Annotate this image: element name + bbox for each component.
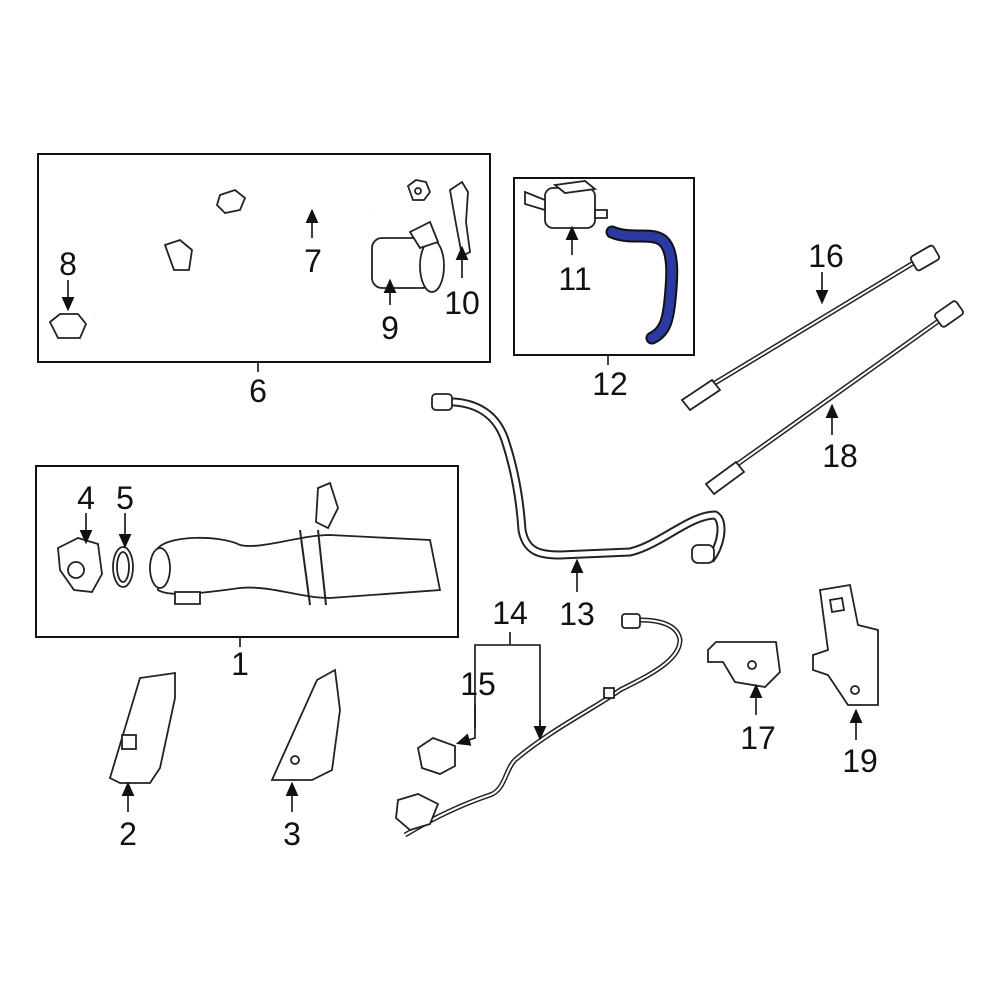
callout-14[interactable]: 14 — [492, 595, 528, 631]
callout-18[interactable]: 18 — [822, 438, 858, 474]
part-9-canister[interactable] — [371, 220, 445, 293]
callout-12[interactable]: 12 — [592, 366, 628, 402]
callout-9[interactable]: 9 — [381, 310, 399, 346]
callout-1[interactable]: 1 — [231, 646, 249, 682]
part-13-tube[interactable] — [431, 393, 726, 564]
callout-13[interactable]: 13 — [559, 596, 595, 632]
leader-lines — [61, 208, 863, 812]
part-8-clamp[interactable] — [48, 313, 88, 339]
part-14-wiring-harness[interactable] — [395, 613, 683, 838]
part-7-vapor-tube[interactable] — [92, 192, 376, 320]
callout-8[interactable]: 8 — [59, 246, 77, 282]
callout-3[interactable]: 3 — [283, 816, 301, 852]
part-1-vapor-canister[interactable] — [149, 481, 442, 606]
part-15-connector[interactable] — [416, 736, 456, 775]
part-12-purge-hose-highlighted[interactable] — [605, 225, 679, 345]
group-box-1 — [35, 465, 459, 638]
part-clip-small-a[interactable] — [215, 188, 247, 214]
callout-17[interactable]: 17 — [740, 720, 776, 756]
callout-5[interactable]: 5 — [116, 480, 134, 516]
callout-7[interactable]: 7 — [304, 243, 322, 279]
callout-15[interactable]: 15 — [460, 666, 496, 702]
group-box-12 — [513, 177, 695, 356]
callout-11[interactable]: 11 — [558, 261, 591, 297]
group-box-6 — [37, 153, 491, 363]
part-19-bracket[interactable] — [812, 583, 879, 706]
callout-4[interactable]: 4 — [77, 480, 95, 516]
part-clip-small-b[interactable] — [163, 238, 193, 271]
part-10-bracket[interactable] — [449, 180, 471, 258]
part-4-valve[interactable] — [57, 537, 103, 593]
part-11-purge-valve[interactable] — [524, 180, 608, 229]
part-3-bracket[interactable] — [270, 668, 341, 781]
part-nut[interactable] — [406, 179, 432, 201]
callout-19[interactable]: 19 — [842, 743, 878, 779]
callout-16[interactable]: 16 — [808, 238, 844, 274]
part-17-bracket[interactable] — [707, 641, 781, 688]
part-2-bracket[interactable] — [108, 671, 176, 784]
callout-2[interactable]: 2 — [119, 816, 137, 852]
part-5-o-ring[interactable] — [112, 546, 134, 588]
part-18-oxygen-sensor[interactable] — [704, 300, 964, 496]
part-16-oxygen-sensor[interactable] — [680, 244, 941, 412]
callout-6[interactable]: 6 — [249, 373, 267, 409]
callout-10[interactable]: 10 — [444, 285, 480, 321]
